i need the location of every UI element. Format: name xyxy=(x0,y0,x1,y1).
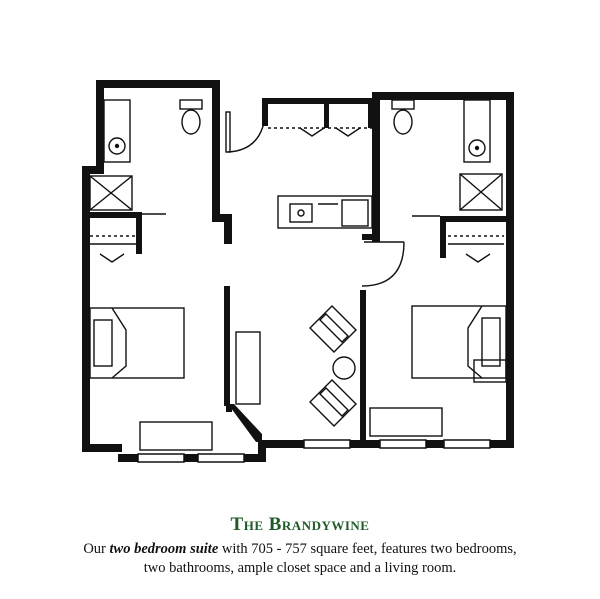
toilet-right-bowl xyxy=(393,109,413,135)
desc-line2: two bathrooms, ample closet space and a … xyxy=(143,560,457,576)
stove xyxy=(341,199,369,227)
wall-bedroom-left-top xyxy=(82,212,142,218)
wall-top-right xyxy=(376,92,513,100)
wall-bottom-window-row xyxy=(118,454,264,462)
wall-right xyxy=(506,92,514,448)
kitchen-sink xyxy=(289,203,313,223)
sink-right xyxy=(468,139,486,157)
wall-left xyxy=(82,166,90,452)
toilet-right-tank xyxy=(391,99,415,110)
nightstand-right xyxy=(473,359,507,383)
wall-closet-left-right xyxy=(136,212,142,254)
wall-top-middle xyxy=(262,98,380,104)
desc-intro: Our xyxy=(83,541,110,557)
plan-description: Our two bedroom suite with 705 - 757 squ… xyxy=(0,540,600,578)
wall-diagonal-corner xyxy=(228,404,262,442)
wall-left-upper xyxy=(96,80,104,170)
window-bedroom-left-1 xyxy=(137,453,185,463)
wall-hall-left xyxy=(224,214,232,244)
entry-door-leaf xyxy=(225,111,231,153)
wall-closet-right-left xyxy=(440,216,446,258)
entry-door-swing xyxy=(227,103,267,153)
toilet-left-bowl xyxy=(181,109,201,135)
wall-kitchen-bottom xyxy=(362,234,380,240)
vanity-left xyxy=(103,99,131,163)
wall-left-step xyxy=(82,166,104,174)
armchair-top xyxy=(309,305,357,353)
sofa xyxy=(235,331,261,405)
wall-top-left xyxy=(96,80,220,88)
closet-mid-door-2 xyxy=(335,127,361,137)
wall-diagonal-left xyxy=(226,404,232,412)
desc-line1-rest: with 705 - 757 square feet, features two… xyxy=(218,541,517,557)
wall-bottom-left xyxy=(82,444,122,452)
shower-right xyxy=(459,173,503,211)
window-living xyxy=(303,439,351,449)
pillow-left xyxy=(93,319,113,367)
window-bedroom-left-2 xyxy=(197,453,245,463)
plan-title: The Brandywine xyxy=(230,514,370,535)
wall-bedroom-left-right xyxy=(224,286,230,406)
wall-bath-left-divider xyxy=(212,80,220,220)
wall-closet-mid-right xyxy=(368,98,373,128)
toilet-left-tank xyxy=(179,99,203,110)
side-table xyxy=(332,356,356,380)
armchair-bottom xyxy=(309,379,357,427)
wall-bottom-step xyxy=(258,440,266,462)
closet-mid-door-1 xyxy=(299,127,325,137)
desc-emphasis: two bedroom suite xyxy=(109,541,219,557)
dresser-left xyxy=(139,421,213,451)
dresser-right xyxy=(369,407,443,437)
wall-bath-right-bottom xyxy=(440,216,514,222)
closet-right-door xyxy=(465,253,491,263)
wall-closet-mid-divider xyxy=(324,98,329,128)
kitchen-counter xyxy=(277,195,373,229)
pillow-right xyxy=(481,317,501,367)
wall-kitchen-top xyxy=(372,92,380,242)
vanity-right xyxy=(463,99,491,163)
closet-left-door xyxy=(99,253,125,263)
shower-left xyxy=(89,175,133,211)
window-bedroom-right-1 xyxy=(379,439,427,449)
window-bedroom-right-2 xyxy=(443,439,491,449)
bed-right xyxy=(411,305,507,379)
bed-left xyxy=(89,307,185,379)
floor-plan xyxy=(82,80,514,463)
wall-bath-left-lower xyxy=(212,214,232,222)
sink-left xyxy=(108,137,126,155)
kitchen-door-swing xyxy=(361,241,405,287)
wall-bedroom-right-left xyxy=(360,290,366,442)
